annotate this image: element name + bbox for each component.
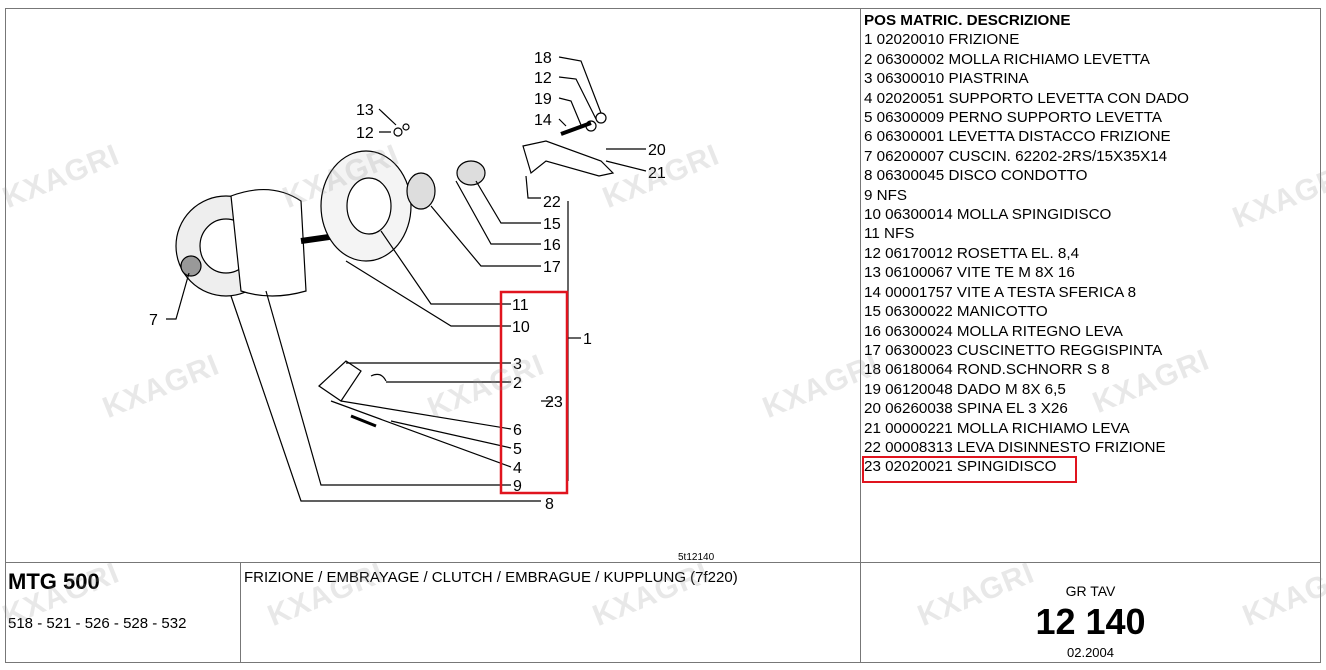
list-item: 6 06300001 LEVETTA DISTACCO FRIZIONE: [864, 128, 1171, 146]
callout-10: 10: [512, 319, 530, 336]
callout-15: 15: [543, 216, 561, 233]
list-item: 9 NFS: [864, 186, 908, 204]
callout-11: 11: [512, 297, 529, 314]
callout-9: 9: [513, 478, 522, 495]
highlight-box-row-23: [862, 456, 1077, 483]
clutch-exploded-view: 18 12 19 14 13 12 20 21 22 15 16 17 11 1…: [149, 50, 715, 563]
callout-13: 13: [356, 102, 374, 119]
callout-16: 16: [543, 237, 561, 254]
callout-8: 8: [545, 496, 554, 513]
callout-22: 22: [543, 194, 561, 211]
list-item: 4 02020051 SUPPORTO LEVETTA CON DADO: [864, 89, 1189, 107]
gr-tav-label: GR TAV: [1065, 583, 1116, 599]
drawing-code: 5t12140: [678, 552, 715, 563]
parts-list-header: POS MATRIC. DESCRIZIONE: [864, 12, 1071, 29]
list-item: 21 00000221 MOLLA RICHIAMO LEVA: [864, 419, 1130, 437]
callout-17: 17: [543, 259, 561, 276]
list-item: 10 06300014 MOLLA SPINGIDISCO: [864, 206, 1112, 224]
list-item: 15 06300022 MANICOTTO: [864, 303, 1048, 321]
parts-list: POS MATRIC. DESCRIZIONE 1 02020010 FRIZI…: [860, 8, 1321, 563]
exploded-diagram: 18 12 19 14 13 12 20 21 22 15 16 17 11 1…: [5, 8, 861, 563]
callout-3: 3: [513, 356, 522, 373]
list-item: 22 00008313 LEVA DISINNESTO FRIZIONE: [864, 438, 1166, 456]
model-variants: 518 - 521 - 526 - 528 - 532: [8, 615, 187, 632]
callout-12b: 12: [356, 125, 374, 142]
callout-7: 7: [149, 312, 158, 329]
list-item: 16 06300024 MOLLA RITEGNO LEVA: [864, 322, 1123, 340]
gr-tav-number: 12 140: [1035, 601, 1146, 642]
callout-2: 2: [513, 375, 522, 392]
callout-4: 4: [513, 460, 522, 477]
callout-1: 1: [583, 331, 592, 348]
list-item: 2 06300002 MOLLA RICHIAMO LEVETTA: [864, 50, 1150, 68]
list-item: 14 00001757 VITE A TESTA SFERICA 8: [864, 283, 1137, 301]
callout-14: 14: [534, 112, 552, 129]
list-item: 7 06200007 CUSCIN. 62202-2RS/15X35X14: [864, 147, 1168, 165]
highlight-box-spingidisco-group: [499, 290, 569, 495]
list-item: 1 02020010 FRIZIONE: [864, 31, 1020, 49]
list-item: 5 06300009 PERNO SUPPORTO LEVETTA: [864, 109, 1162, 127]
callout-23: 23: [545, 394, 563, 411]
list-item: 8 06300045 DISCO CONDOTTO: [864, 167, 1088, 185]
callout-19: 19: [534, 91, 552, 108]
callout-18: 18: [534, 50, 552, 67]
model-cell: MTG 500 518 - 521 - 526 - 528 - 532: [5, 562, 241, 663]
table-number-cell: GR TAV 12 140 02.2004: [860, 562, 1321, 663]
list-item: 18 06180064 ROND.SCHNORR S 8: [864, 361, 1110, 379]
group-title: FRIZIONE / EMBRAYAGE / CLUTCH / EMBRAGUE…: [244, 569, 738, 586]
list-item: 19 06120048 DADO M 8X 6,5: [864, 380, 1066, 398]
callout-12a: 12: [534, 70, 552, 87]
list-item: 11 NFS: [864, 225, 915, 243]
list-item: 13 06100067 VITE TE M 8X 16: [864, 264, 1075, 282]
list-item: 20 06260038 SPINA EL 3 X26: [864, 400, 1068, 418]
model-name: MTG 500: [8, 569, 100, 594]
list-item: 17 06300023 CUSCINETTO REGGISPINTA: [864, 341, 1163, 359]
group-title-cell: FRIZIONE / EMBRAYAGE / CLUTCH / EMBRAGUE…: [240, 562, 861, 663]
callout-5: 5: [513, 441, 522, 458]
list-item-highlighted: 23 02020021 SPINGIDISCO: [864, 458, 1057, 476]
callout-20: 20: [648, 142, 666, 159]
callout-21: 21: [648, 165, 666, 182]
list-item: 3 06300010 PIASTRINA: [864, 70, 1029, 88]
list-item: 12 06170012 ROSETTA EL. 8,4: [864, 244, 1080, 262]
callout-6: 6: [513, 422, 522, 439]
publication-date: 02.2004: [1067, 645, 1114, 660]
